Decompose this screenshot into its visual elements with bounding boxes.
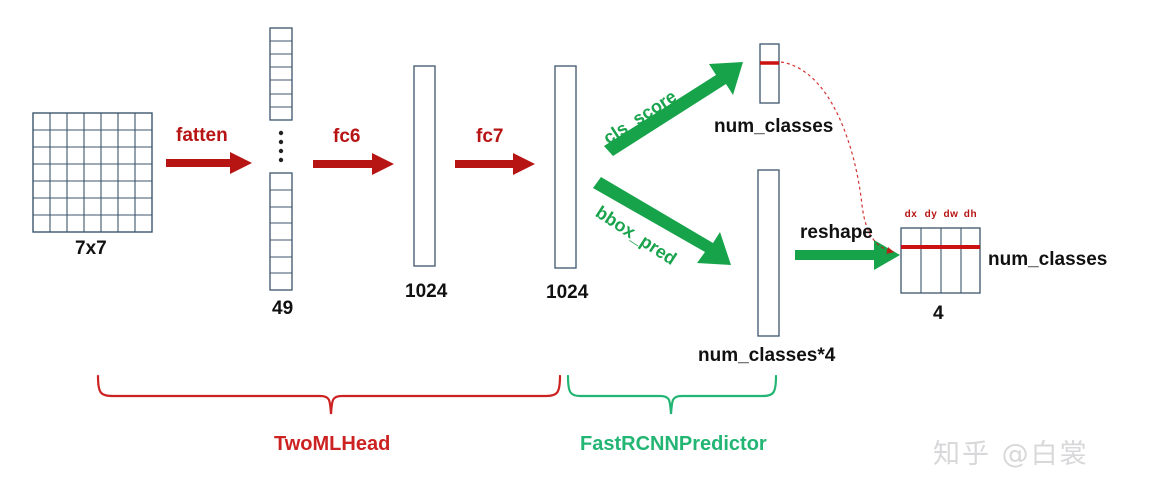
fc6-output-bar bbox=[413, 65, 436, 267]
twomlhead-label: TwoMLHead bbox=[274, 433, 391, 455]
input-grid-label: 7x7 bbox=[75, 238, 107, 259]
table-header-dy: dy bbox=[924, 209, 938, 220]
fc7-arrow bbox=[455, 153, 535, 175]
bbox-pred-output-bar bbox=[757, 169, 780, 337]
cls-score-arrow bbox=[604, 62, 743, 156]
fc7-arrow-label: fc7 bbox=[476, 126, 504, 147]
twomlhead-brace bbox=[96, 374, 562, 415]
bbox-pred-arrow bbox=[593, 177, 731, 265]
reshape-arrow-label: reshape bbox=[800, 222, 873, 243]
table-rows-label: num_classes bbox=[988, 249, 1108, 270]
flatten-arrow bbox=[166, 152, 252, 174]
table-header-dw: dw bbox=[943, 209, 959, 220]
fc6-arrow bbox=[313, 153, 394, 175]
table-column-headers: dx dy dw dh bbox=[901, 209, 980, 220]
fc7-output-bar bbox=[554, 65, 577, 269]
class-row-correspondence-curve bbox=[780, 61, 895, 254]
bbox-pred-output-label: num_classes*4 bbox=[698, 345, 836, 366]
table-header-dx: dx bbox=[904, 209, 918, 220]
reshape-arrow bbox=[795, 240, 900, 270]
bbox-reshaped-table bbox=[900, 227, 981, 294]
flatten-vector bbox=[269, 27, 293, 291]
cls-score-output-bar bbox=[759, 43, 780, 104]
fc7-output-label: 1024 bbox=[546, 282, 589, 303]
flatten-arrow-label: fatten bbox=[176, 125, 228, 146]
fc6-arrow-label: fc6 bbox=[333, 126, 361, 147]
table-cols-label: 4 bbox=[933, 303, 944, 324]
fc6-output-label: 1024 bbox=[405, 281, 448, 302]
fastrcnnpredictor-brace bbox=[566, 374, 778, 415]
input-feature-grid bbox=[32, 112, 153, 233]
watermark: 知乎 @白裳 bbox=[933, 439, 1089, 470]
table-header-dh: dh bbox=[963, 209, 978, 220]
flatten-vector-label: 49 bbox=[272, 298, 294, 319]
cls-score-output-label: num_classes bbox=[714, 116, 834, 137]
fastrcnnpredictor-label: FastRCNNPredictor bbox=[580, 433, 767, 455]
